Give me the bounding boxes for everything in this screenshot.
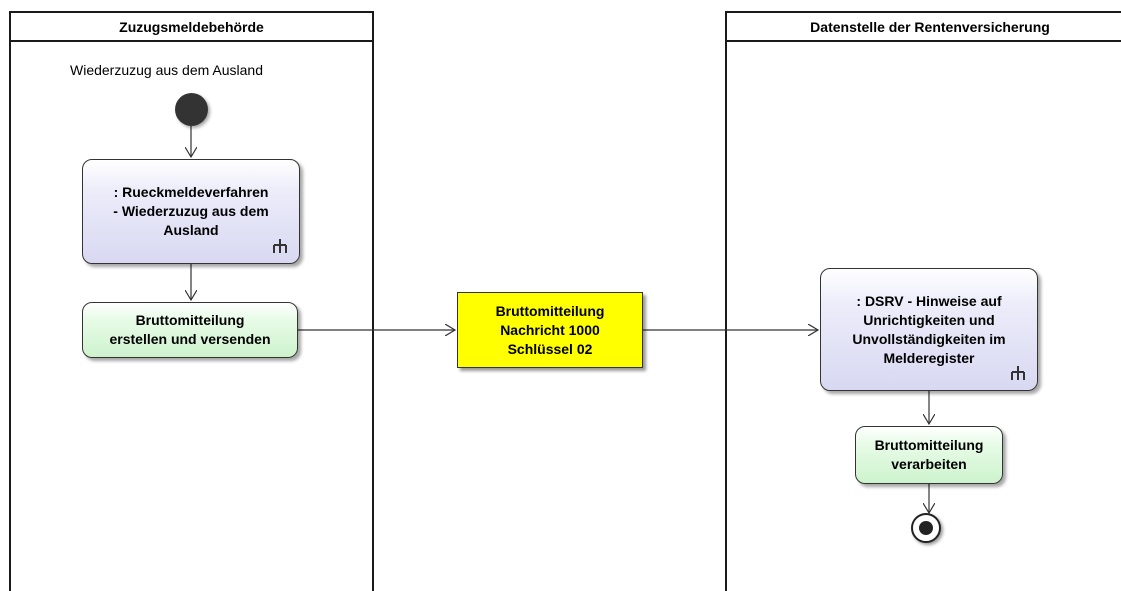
- swimlane-datenstelle: Datenstelle der Rentenversicherung: [725, 11, 1121, 591]
- node-text-line: : DSRV - Hinweise auf: [856, 292, 1002, 309]
- node-text-line: Bruttomitteilung: [874, 437, 984, 453]
- action-bruttomitteilung-verarbeiten[interactable]: Bruttomitteilung verarbeiten: [855, 426, 1003, 484]
- node-text-line: Unvollständigkeiten im: [852, 330, 1006, 347]
- action-bruttomitteilung-erstellen[interactable]: Bruttomitteilung erstellen und versenden: [82, 302, 298, 358]
- rake-icon: [273, 239, 287, 253]
- node-text-line: Melderegister: [883, 349, 975, 366]
- node-text-line: - Wiederzuzug aus dem: [113, 203, 269, 219]
- swimlane-header-right: Datenstelle der Rentenversicherung: [727, 11, 1121, 42]
- swimlane-header-left: Zuzugsmeldebehörde: [11, 11, 372, 42]
- subprocess-rueckmeldeverfahren[interactable]: : Rueckmeldeverfahren - Wiederzuzug aus …: [82, 159, 300, 264]
- node-text-line: Bruttomitteilung: [135, 312, 245, 328]
- node-text-line: : Rueckmeldeverfahren: [113, 184, 269, 200]
- node-text-line: Ausland: [163, 222, 219, 238]
- node-text-line: erstellen und versenden: [109, 331, 271, 347]
- node-text-line: verarbeiten: [891, 456, 967, 472]
- final-node-core: [919, 521, 933, 535]
- swimlane-zuzugsmeldebehoerde: Zuzugsmeldebehörde: [9, 11, 374, 591]
- final-node: [911, 513, 941, 543]
- node-text-line: Bruttomitteilung: [495, 302, 605, 319]
- node-text-line: Schlüssel 02: [507, 340, 593, 357]
- node-text-line: Nachricht 1000: [500, 321, 600, 338]
- object-bruttomitteilung-nachricht[interactable]: Bruttomitteilung Nachricht 1000 Schlüsse…: [457, 292, 643, 368]
- node-text-line: Unrichtigkeiten und: [863, 311, 995, 328]
- initial-node: [175, 93, 208, 126]
- subprocess-dsrv-hinweise[interactable]: : DSRV - Hinweise auf Unrichtigkeiten un…: [820, 268, 1038, 391]
- start-label: Wiederzuzug aus dem Ausland: [70, 62, 263, 78]
- rake-icon: [1011, 366, 1025, 380]
